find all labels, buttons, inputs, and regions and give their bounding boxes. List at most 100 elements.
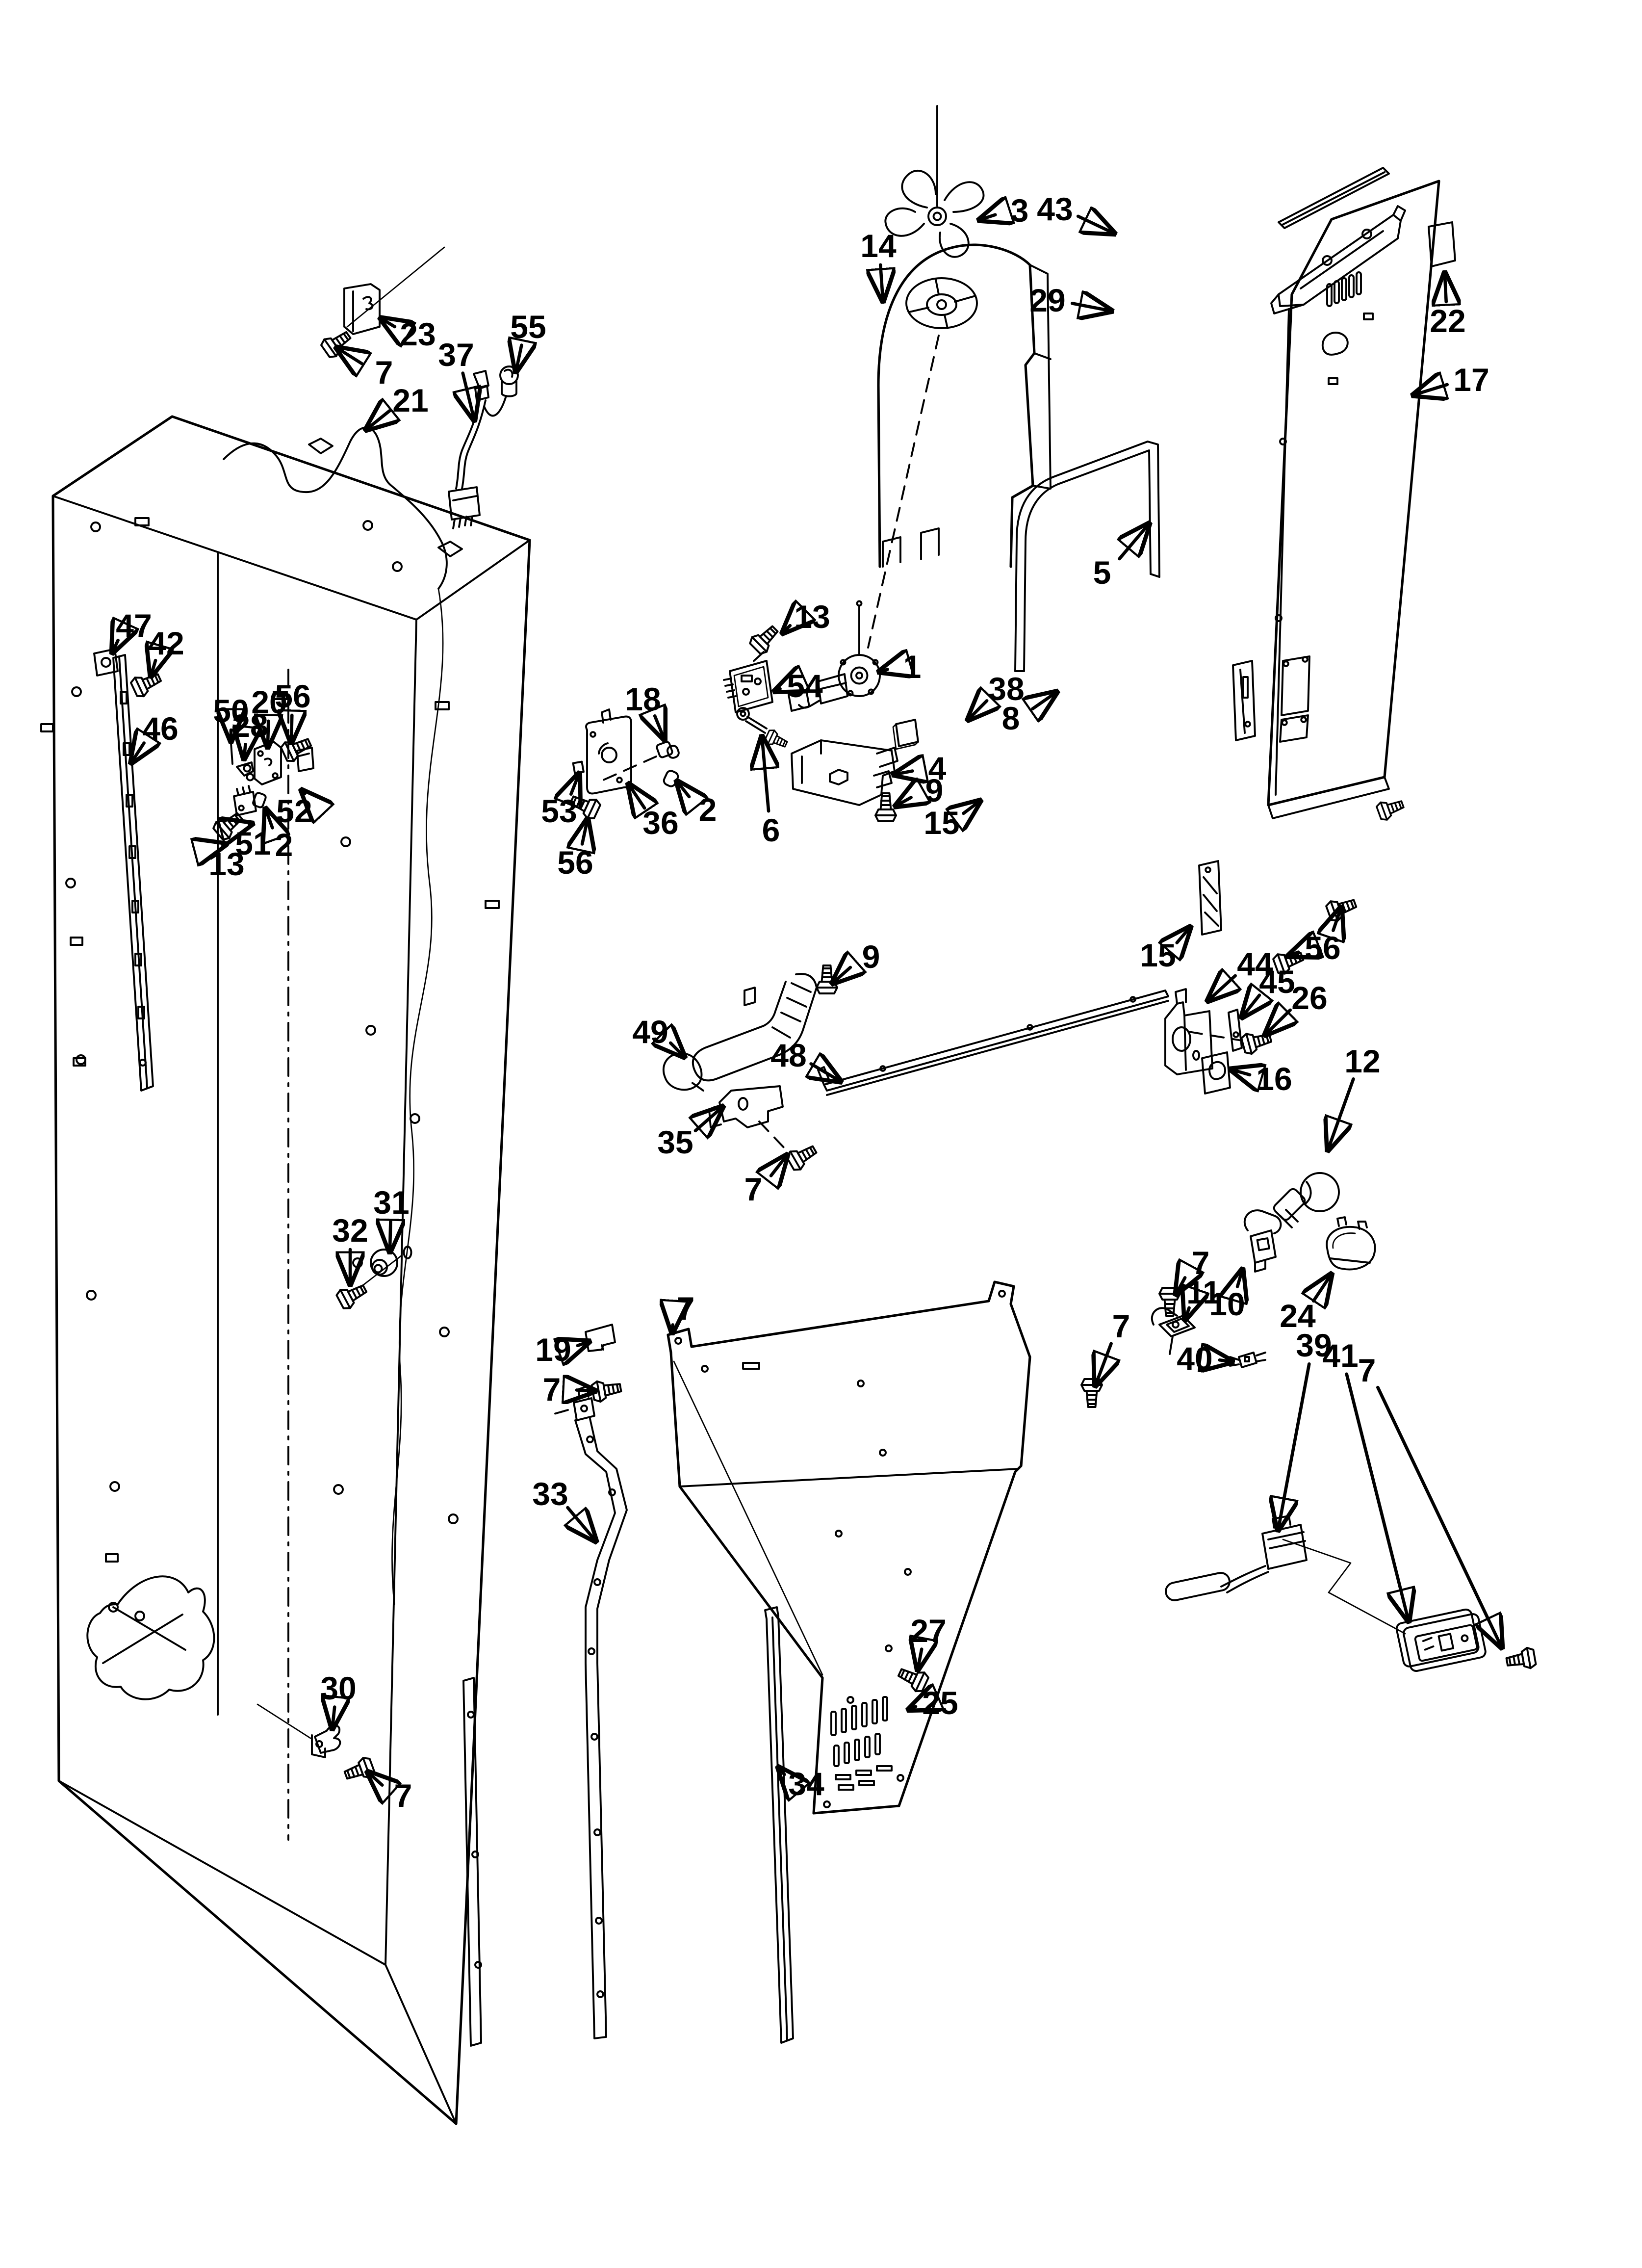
callout-arrow-21 <box>368 411 389 428</box>
clip-40 <box>1229 1352 1266 1368</box>
callout-label-13: 13 <box>208 846 244 882</box>
callout-label-5: 5 <box>1093 554 1111 591</box>
switch-wire <box>1282 1538 1406 1635</box>
callout-arrow-7 <box>369 1773 382 1785</box>
bracket-35 <box>688 1079 787 1150</box>
callout-label-12: 12 <box>1344 1043 1380 1079</box>
callout-arrow-10 <box>1237 1272 1242 1286</box>
callout-arrow-1 <box>881 670 888 671</box>
callout-arrow-36 <box>630 786 644 808</box>
bracket-8 <box>1232 660 1256 741</box>
callout-arrow-4 <box>896 771 913 774</box>
gasket-5 <box>1014 441 1160 672</box>
callout-arrow-25 <box>911 1707 916 1709</box>
callout-label-9: 9 <box>925 772 944 808</box>
callout-arrow-34 <box>780 1769 784 1774</box>
callout-arrow-22 <box>1445 275 1446 302</box>
lamp-socket-10 <box>1243 1209 1282 1273</box>
spacer-2-mid <box>663 770 679 787</box>
rail-block-47 <box>93 648 119 677</box>
callout-label-56: 56 <box>557 844 593 881</box>
screw-7-left2 <box>590 1376 623 1404</box>
callout-label-15: 15 <box>924 805 959 841</box>
callout-arrow-18 <box>655 716 664 737</box>
callout-arrow-7 <box>1096 1342 1111 1383</box>
callout-label-10: 10 <box>1209 1286 1245 1322</box>
callout-arrow-2 <box>678 783 689 797</box>
callout-label-44: 44 <box>1237 946 1273 982</box>
callout-label-24: 24 <box>1280 1298 1316 1334</box>
callout-label-30: 30 <box>320 1670 356 1706</box>
thermistor-39 <box>1165 1515 1308 1601</box>
callout-label-42: 42 <box>148 625 184 661</box>
callout-label-49: 49 <box>632 1014 668 1050</box>
duct-strip-34 <box>764 1606 794 2044</box>
screw-56-right-b <box>1324 892 1360 924</box>
callout-label-14: 14 <box>860 228 897 264</box>
screw-7-switch <box>1504 1645 1538 1673</box>
callout-arrow-56 <box>291 715 292 740</box>
callout-label-7: 7 <box>543 1371 561 1408</box>
callout-arrow-33 <box>567 1506 594 1539</box>
callout-label-52: 52 <box>276 793 312 829</box>
callout-label-56: 56 <box>275 678 310 714</box>
callout-arrow-56 <box>1333 910 1340 931</box>
pin-50 <box>230 742 233 765</box>
callout-label-55: 55 <box>510 309 546 345</box>
callout-label-16: 16 <box>1256 1061 1292 1097</box>
callout-label-23: 23 <box>400 316 436 352</box>
screw-7-panel <box>1080 1378 1103 1408</box>
light-bulb-12 <box>1273 1172 1340 1228</box>
callout-label-15: 15 <box>1140 937 1176 973</box>
callout-arrow-15 <box>963 802 978 813</box>
callout-arrow-38 <box>970 701 987 718</box>
callout-arrow-3 <box>981 215 995 219</box>
callout-arrow-14 <box>880 263 883 299</box>
callout-arrow-39 <box>1279 1362 1311 1528</box>
callout-label-7: 7 <box>1192 1245 1210 1281</box>
callout-label-11: 11 <box>1186 1274 1221 1310</box>
liner-edge-21 <box>223 426 448 590</box>
trim-strip <box>462 1677 482 2047</box>
callout-label-39: 39 <box>1296 1327 1332 1363</box>
callout-label-35: 35 <box>657 1124 693 1160</box>
callout-arrow-49 <box>670 1043 683 1055</box>
callout-arrow-13 <box>784 626 790 631</box>
axis-44-26 <box>1188 1031 1243 1042</box>
motor-bracket-4 <box>791 739 898 806</box>
callout-arrow-44 <box>1209 976 1235 999</box>
callout-arrow-7 <box>1376 1385 1501 1645</box>
callout-arrow-45 <box>1243 995 1259 1016</box>
callout-arrow-41 <box>1345 1372 1408 1619</box>
callout-arrow-7 <box>1177 1277 1185 1292</box>
callout-label-27: 27 <box>910 1613 946 1649</box>
callout-label-53: 53 <box>541 793 577 829</box>
lamp-cover-24 <box>1326 1216 1376 1271</box>
callout-label-2: 2 <box>699 791 717 828</box>
screw-13-mid <box>747 621 783 657</box>
callout-label-22: 22 <box>1430 303 1465 339</box>
callout-label-50: 50 <box>213 693 249 729</box>
callout-label-8: 8 <box>1002 700 1020 736</box>
callout-label-9: 9 <box>862 938 880 975</box>
screw-9 <box>874 792 897 822</box>
callout-label-29: 29 <box>1029 282 1065 318</box>
pad-16 <box>1201 1051 1231 1095</box>
callout-label-25: 25 <box>922 1685 958 1721</box>
screw-9-b <box>816 965 838 994</box>
cover-plate-36 <box>585 708 632 795</box>
callout-label-43: 43 <box>1037 191 1073 227</box>
axis-18-36 <box>602 756 657 781</box>
cabinet-shell <box>40 415 531 2125</box>
callout-arrow-8 <box>1032 693 1055 709</box>
callout-arrow-26 <box>1267 1010 1290 1033</box>
callout-arrow-43 <box>1076 216 1112 233</box>
clip-52 <box>296 747 314 772</box>
callout-arrow-29 <box>1071 303 1109 311</box>
callout-arrow-47 <box>113 640 118 651</box>
callout-label-37: 37 <box>438 337 474 373</box>
callout-arrow-54 <box>777 689 780 690</box>
callout-arrow-23 <box>383 319 395 327</box>
